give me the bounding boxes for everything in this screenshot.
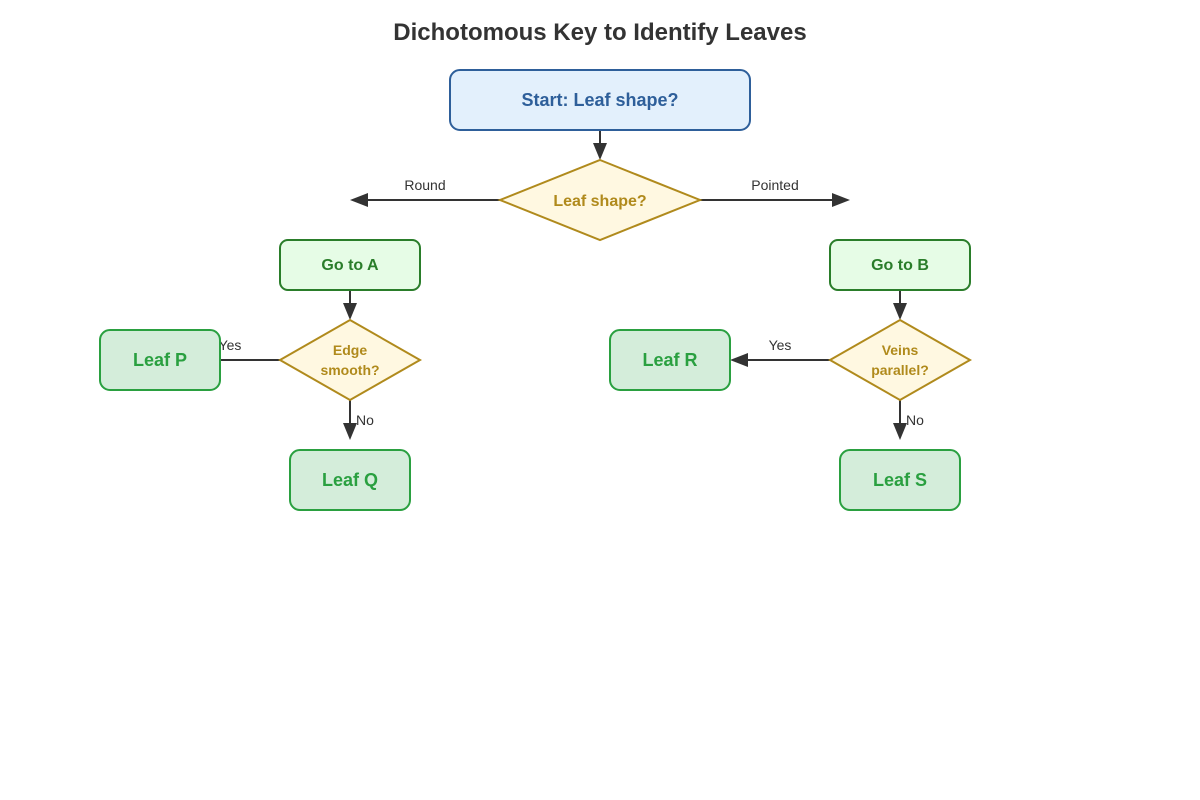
decision-veins-parallel-label-line1: Veins [882, 342, 919, 358]
decision-edge-smooth-diamond [277, 318, 423, 402]
leaf-p-label: Leaf P [133, 350, 187, 370]
edge-label-pointed: Pointed [751, 177, 798, 193]
arrowhead-veins-no [893, 423, 907, 440]
start-node-label: Start: Leaf shape? [521, 90, 678, 110]
decision-veins-parallel-label-line2: parallel? [871, 362, 929, 378]
edge-label-round: Round [404, 177, 445, 193]
decision-leaf-shape: Leaf shape? [497, 158, 703, 242]
goto-a-label: Go to A [321, 257, 379, 274]
diagram-title: Dichotomous Key to Identify Leaves [393, 19, 806, 46]
arrowhead-start-to-shape [593, 143, 607, 160]
decision-leaf-shape-label: Leaf shape? [553, 193, 646, 210]
leaf-q-node: Leaf Q [289, 449, 411, 511]
arrowhead-edge-no [343, 423, 357, 440]
edges [220, 130, 907, 440]
decision-veins-parallel: Veins parallel? [827, 318, 973, 402]
leaf-r-label: Leaf R [642, 350, 697, 370]
goto-b-node: Go to B [829, 239, 971, 291]
leaf-q-label: Leaf Q [322, 470, 378, 490]
arrowhead-shape-round [350, 193, 368, 207]
start-node-box [449, 69, 751, 131]
leaf-q-box [289, 449, 411, 511]
leaf-r-box [609, 329, 731, 391]
goto-b-label: Go to B [871, 257, 929, 274]
arrowhead-goto-a-to-edge [343, 303, 357, 320]
start-node: Start: Leaf shape? [449, 69, 751, 131]
goto-a-node: Go to A [279, 239, 421, 291]
decision-edge-smooth: Edge smooth? [277, 318, 423, 402]
edge-label-veins-no: No [906, 412, 924, 428]
arrowhead-veins-yes [730, 353, 748, 367]
leaf-s-label: Leaf S [873, 470, 927, 490]
leaf-r-node: Leaf R [609, 329, 731, 391]
decision-leaf-shape-diamond [497, 158, 703, 242]
decision-edge-smooth-label-line1: Edge [333, 342, 367, 358]
goto-a-box [279, 239, 421, 291]
edge-label-edge-yes: Yes [219, 337, 242, 353]
leaf-p-box [99, 329, 221, 391]
goto-b-box [829, 239, 971, 291]
leaf-s-box [839, 449, 961, 511]
arrowhead-goto-b-to-veins [893, 303, 907, 320]
arrowhead-shape-pointed [832, 193, 850, 207]
decision-veins-parallel-diamond [827, 318, 973, 402]
leaf-s-node: Leaf S [839, 449, 961, 511]
edge-labels: Round Pointed Yes No Yes No [219, 177, 925, 428]
edge-label-veins-yes: Yes [769, 337, 792, 353]
leaf-p-node: Leaf P [99, 329, 221, 391]
decision-edge-smooth-label-line2: smooth? [320, 362, 379, 378]
edge-label-edge-no: No [356, 412, 374, 428]
